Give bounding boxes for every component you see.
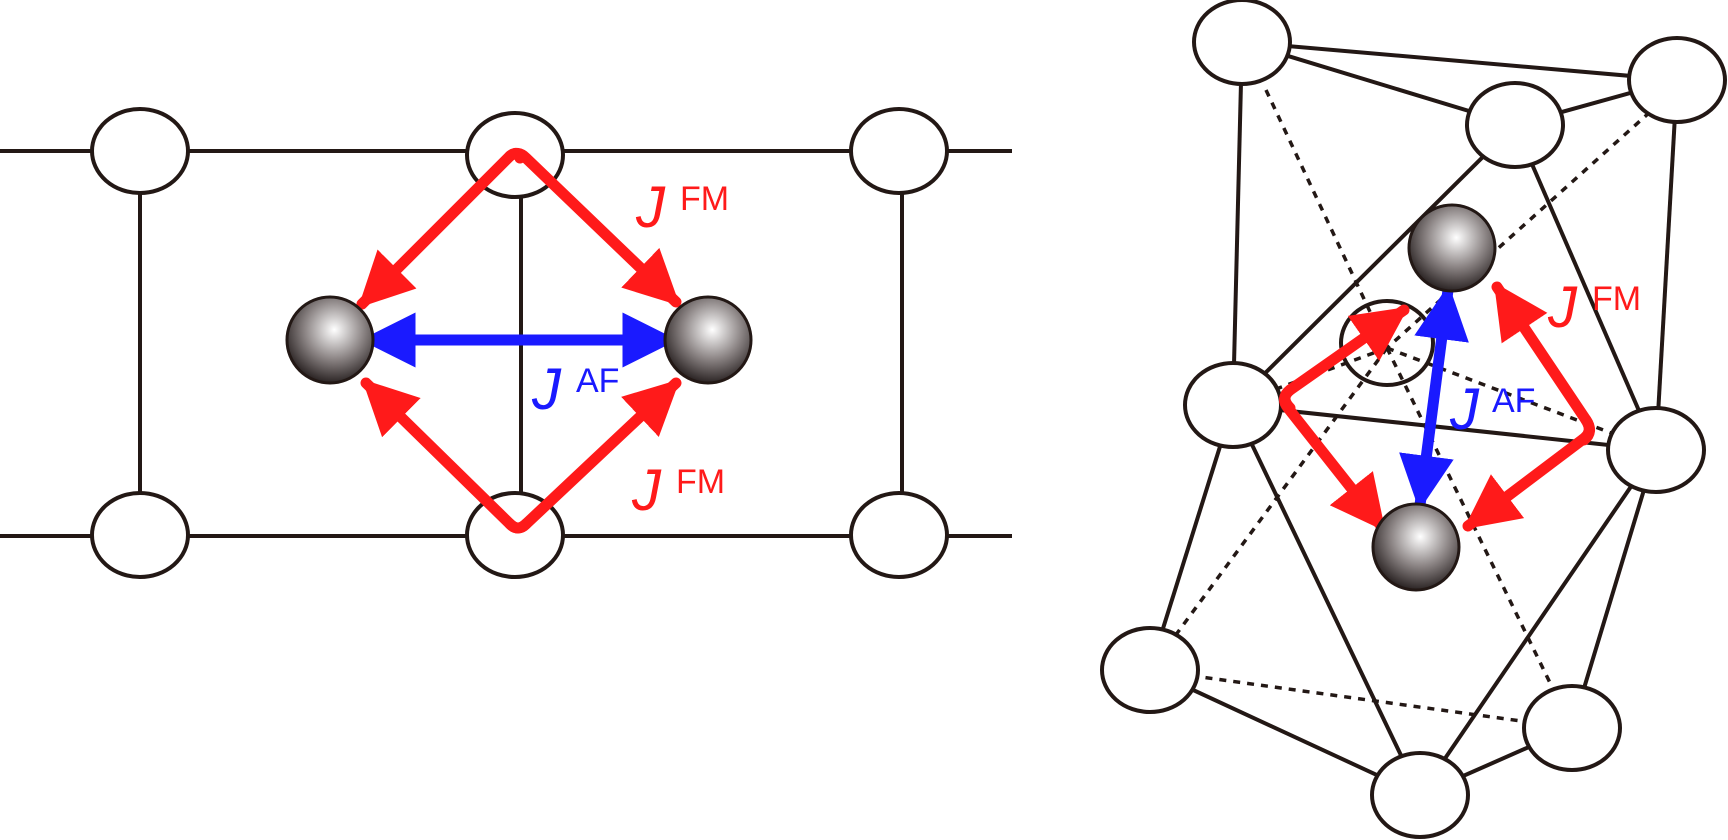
left-fm-top-label: J FM <box>635 175 729 240</box>
ligand-atom <box>1606 406 1706 494</box>
ligand-atom <box>1100 626 1200 714</box>
left-fm-top-label-sup: FM <box>680 180 729 218</box>
left-fm-bottom-label: J FM <box>631 458 725 523</box>
left-fm-top-left-arrow <box>356 147 526 310</box>
ligand-atom <box>1627 36 1727 124</box>
left-fm-bottom-label-sup: FM <box>676 463 725 501</box>
left-magnetic-ions <box>285 295 753 385</box>
ligand-atom <box>1465 81 1565 169</box>
bond <box>1241 40 1678 82</box>
dashed-bond <box>1264 89 1389 349</box>
right-fm-label-sup: FM <box>1592 280 1641 318</box>
left-af-label-sup: AF <box>576 362 619 400</box>
right-af-label: J AF <box>1449 377 1535 442</box>
right-af-arrow <box>1399 284 1469 511</box>
magnetic-ion <box>1371 502 1461 592</box>
bond <box>1231 123 1517 407</box>
right-af-label-sup: AF <box>1492 382 1535 420</box>
ligand-atom <box>849 107 949 195</box>
right-fm-label-main: J <box>1547 275 1578 340</box>
ligand-atom <box>1192 0 1292 86</box>
right-fm-lower-left-arrow <box>1279 384 1388 533</box>
bond <box>1654 79 1679 451</box>
bond <box>1148 404 1235 671</box>
dashed-bond <box>1149 668 1573 730</box>
dashed-bond <box>1148 346 1389 672</box>
left-fm-bottom-right-arrow <box>360 377 532 534</box>
left-panel: J FM J AF J FM <box>0 107 1012 579</box>
ligand-atom <box>1522 684 1622 772</box>
magnetic-ion <box>1407 203 1497 293</box>
right-fm-lower-right-arrow <box>1462 414 1595 532</box>
ligand-atom <box>90 107 190 195</box>
right-solid-bonds <box>1148 40 1679 797</box>
right-af-label-main: J <box>1449 377 1480 442</box>
ligand-atom <box>1183 361 1283 449</box>
right-fm-label: J FM <box>1547 275 1641 340</box>
bond <box>1513 124 1658 451</box>
ligand-atom <box>1370 751 1470 839</box>
left-fm-top-label-main: J <box>635 175 666 240</box>
bond <box>1418 448 1658 797</box>
magnetic-ion <box>285 295 375 385</box>
left-af-label-main: J <box>531 357 562 422</box>
left-fm-top-right-arrow <box>504 147 682 308</box>
left-fm-paths <box>356 147 682 534</box>
bond <box>1231 404 1422 796</box>
bond <box>1231 41 1244 406</box>
right-ligand-atoms <box>1100 0 1727 839</box>
magnetic-ion <box>663 295 753 385</box>
right-panel: J FM J AF <box>1100 0 1727 839</box>
left-ligand-atoms <box>90 107 949 579</box>
right-fm-paths <box>1279 281 1595 533</box>
bond <box>1149 668 1421 797</box>
ligand-atom <box>849 491 949 579</box>
right-magnetic-ions <box>1371 203 1497 592</box>
ligand-atom <box>90 491 190 579</box>
left-fm-bottom-label-main: J <box>631 458 662 523</box>
left-af-label: J AF <box>531 357 619 422</box>
bond <box>1570 449 1658 729</box>
